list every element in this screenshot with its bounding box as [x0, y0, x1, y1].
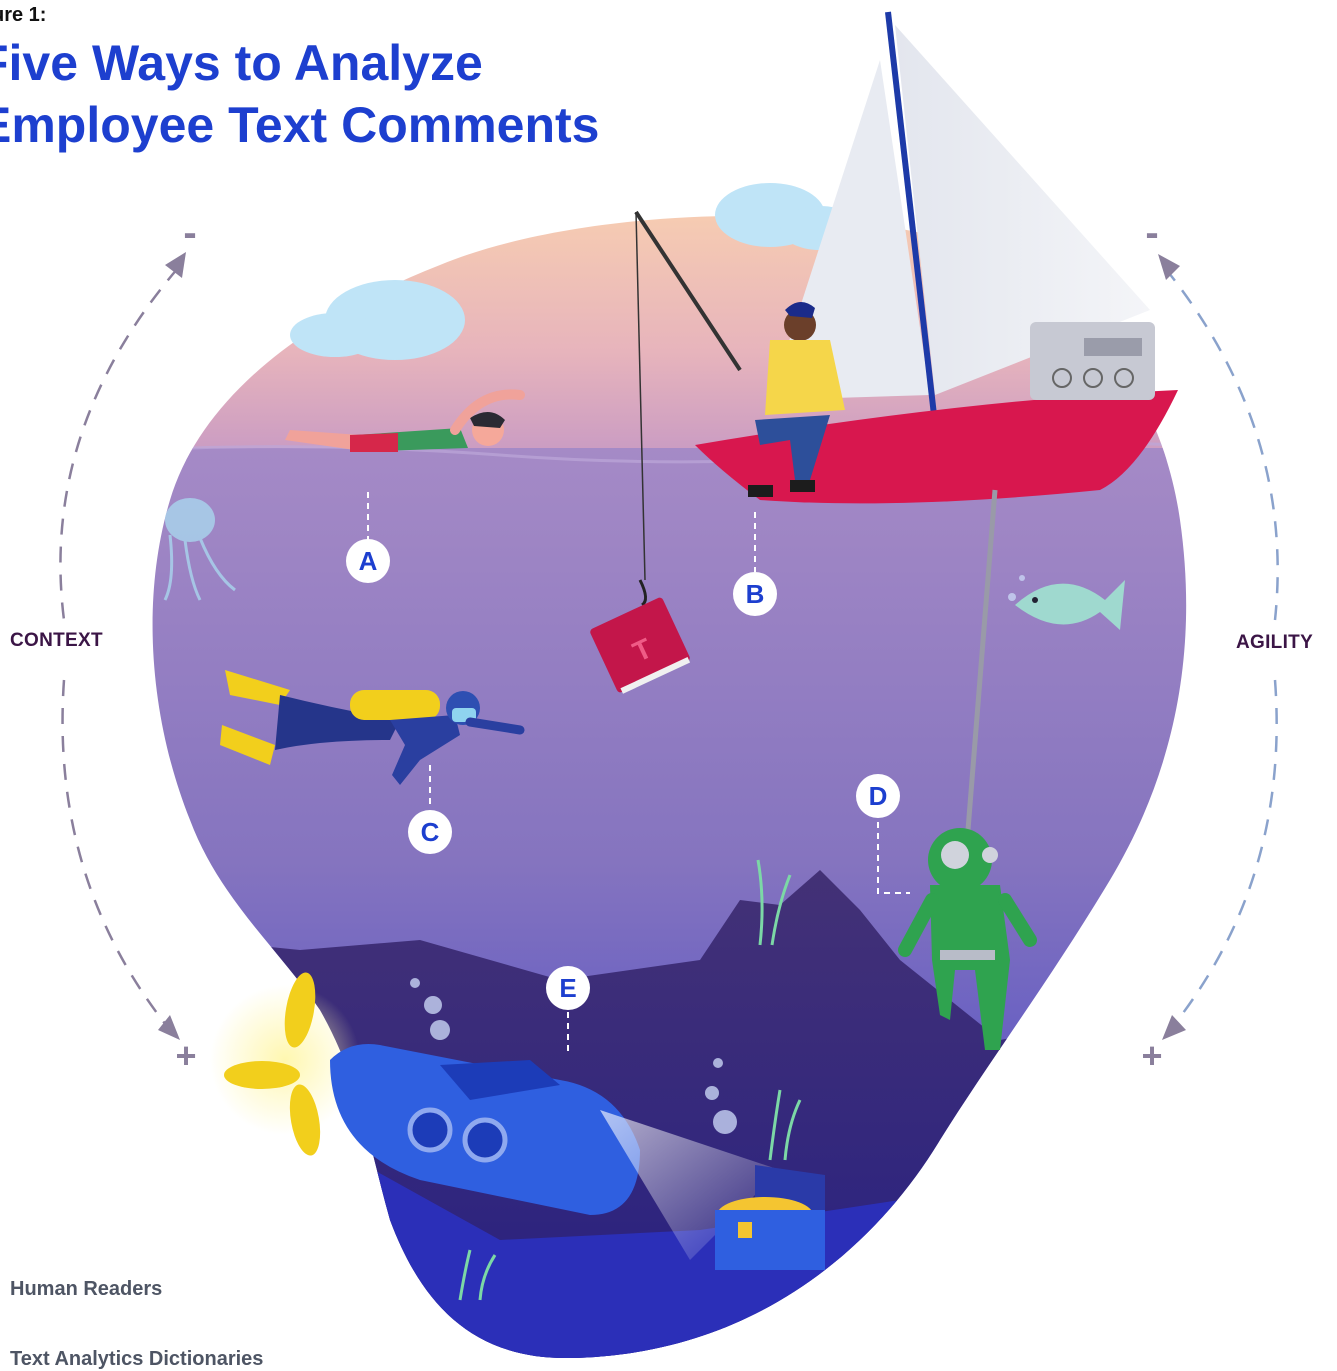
arrow-down-icon-right	[1162, 1015, 1186, 1040]
fish-icon	[1015, 580, 1125, 630]
agility-label: AGILITY	[1236, 632, 1314, 653]
marker-d: D	[856, 774, 900, 818]
svg-text:C: C	[421, 817, 440, 847]
treasure-chest-icon	[715, 1165, 825, 1270]
marker-c: C	[408, 810, 452, 854]
figure-label: Figure 1:	[0, 4, 47, 26]
page-title-line-1: Five Ways to Analyze	[0, 35, 483, 91]
svg-text:A: A	[359, 546, 378, 576]
agility-axis: - +	[1141, 211, 1279, 1076]
leader-lines	[367, 492, 910, 1055]
marker-e: E	[546, 966, 590, 1010]
context-minus: -	[183, 211, 196, 255]
fisher-on-boat-icon	[634, 210, 845, 581]
book-on-hook-icon: T	[590, 579, 691, 694]
context-axis: - +	[59, 211, 197, 1076]
seaweed-icon	[458, 859, 802, 1301]
agility-plus: +	[1141, 1035, 1162, 1076]
agility-minus: -	[1145, 211, 1158, 255]
context-plus: +	[175, 1035, 196, 1076]
svg-text:B: B	[746, 579, 765, 609]
arrow-up-icon-right	[1158, 254, 1180, 280]
deep-sea-diver-icon	[898, 489, 1037, 1050]
page-title-line-2: Employee Text Comments	[0, 97, 600, 153]
swimmer-icon	[285, 389, 525, 452]
marker-a: A	[346, 539, 390, 583]
arrow-up-icon	[165, 252, 186, 278]
context-label: CONTEXT	[10, 630, 103, 651]
marker-b: B	[733, 572, 777, 616]
svg-text:E: E	[559, 973, 576, 1003]
svg-text:D: D	[869, 781, 888, 811]
jellyfish-icon	[163, 498, 236, 601]
submarine-icon	[210, 972, 780, 1260]
bubbles-icon	[410, 575, 1025, 1134]
legend-item-human-readers: Human Readers	[10, 1278, 163, 1300]
legend-item-text-analytics-dictionaries: Text Analytics Dictionaries	[10, 1348, 264, 1370]
arrow-down-icon	[158, 1015, 180, 1040]
scuba-diver-icon	[220, 670, 525, 785]
